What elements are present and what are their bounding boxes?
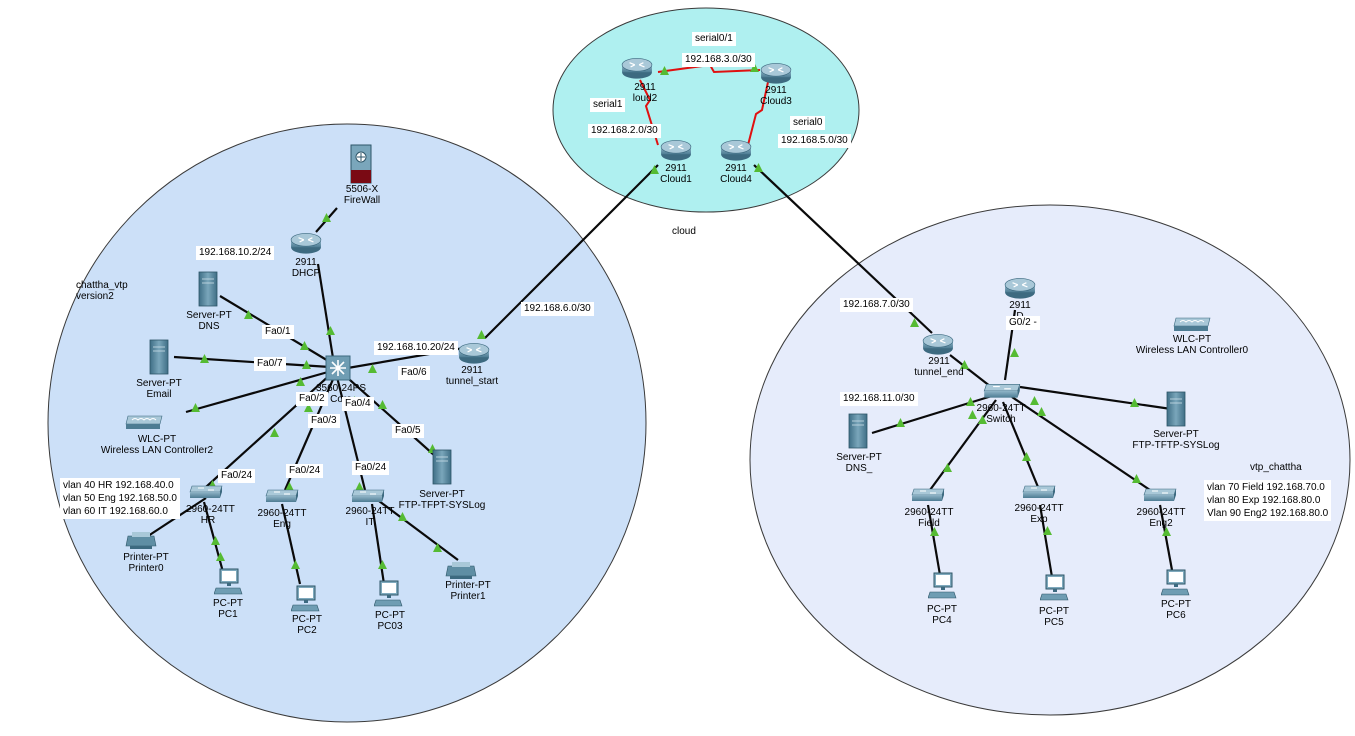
right-router-port-label: G0/2 - [1006, 316, 1040, 330]
eng-switch-icon[interactable] [265, 489, 299, 503]
net-192-168-2-label: 192.168.2.0/30 [588, 124, 661, 138]
fa0-2-label: Fa0/2 [296, 392, 328, 406]
fa0-4-label: Fa0/4 [342, 397, 374, 411]
right-router-icon[interactable] [1004, 277, 1036, 300]
tunnel-net-label: 192.168.6.0/30 [521, 302, 594, 316]
email-server-icon[interactable] [149, 339, 169, 375]
net-192-168-3-label: 192.168.3.0/30 [682, 53, 755, 67]
serial0-1-label: serial0/1 [692, 32, 736, 46]
core-multilayer-switch-icon[interactable] [325, 355, 351, 381]
field-switch-icon[interactable] [911, 488, 945, 502]
cloud2-router-icon[interactable] [621, 57, 653, 80]
cloud4-router-icon[interactable] [720, 139, 752, 162]
eng2-switch-icon[interactable] [1143, 488, 1177, 502]
dns-server-icon[interactable] [198, 271, 218, 307]
ftp-server-right-icon[interactable] [1166, 391, 1186, 427]
fa0-24-hr-label: Fa0/24 [218, 469, 256, 483]
fa0-1-label: Fa0/1 [262, 325, 294, 339]
right-tunnel-net-label: 192.168.7.0/30 [840, 298, 913, 312]
wlc-right-icon[interactable] [1173, 317, 1211, 332]
serial0-label: serial0 [790, 116, 826, 130]
right-dns-net-label: 192.168.11.0/30 [840, 392, 918, 406]
cloud3-router-icon[interactable] [760, 62, 792, 85]
wlc-left-icon[interactable] [125, 415, 163, 430]
ftp-server-left-icon[interactable] [432, 449, 452, 485]
fa0-5-label: Fa0/5 [392, 424, 424, 438]
vtp-chattha-note: vtp_chattha [1250, 462, 1302, 473]
dhcp-net-label: 192.168.10.2/24 [196, 246, 275, 260]
right-core-switch-icon[interactable] [983, 383, 1021, 399]
cloud1-router-icon[interactable] [660, 139, 692, 162]
tunnel-start-router-icon[interactable] [458, 342, 490, 365]
net-192-168-5-label: 192.168.5.0/30 [778, 134, 851, 148]
firewall-icon[interactable] [350, 144, 372, 184]
dns-server-right-icon[interactable] [848, 413, 868, 449]
fa0-24-eng-label: Fa0/24 [286, 464, 324, 478]
exp-switch-icon[interactable] [1022, 485, 1056, 499]
it-switch-icon[interactable] [351, 489, 385, 503]
fa0-7-label: Fa0/7 [254, 357, 286, 371]
core-net-label: 192.168.10.20/24 [374, 341, 458, 355]
serial1-label: serial1 [590, 98, 626, 112]
right-site-region [749, 204, 1351, 716]
tunnel-end-router-icon[interactable] [922, 333, 954, 356]
left-site-region [47, 123, 647, 723]
fa0-3-label: Fa0/3 [308, 414, 340, 428]
cloud-region-label: cloud [672, 226, 696, 237]
fa0-6-label: Fa0/6 [398, 366, 430, 380]
hr-switch-icon[interactable] [189, 485, 223, 499]
dhcp-router-icon[interactable] [290, 232, 322, 255]
fa0-24-it-label: Fa0/24 [352, 461, 390, 475]
